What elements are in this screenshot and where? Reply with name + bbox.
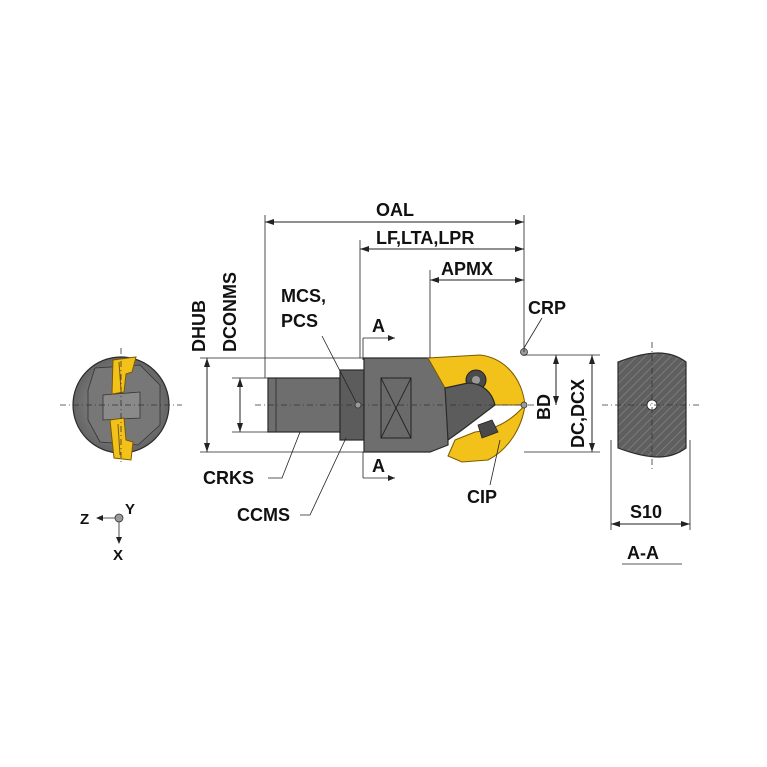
section-a-a-label: A-A: [627, 543, 659, 563]
ccms-label: CCMS: [237, 505, 290, 525]
oal-label: OAL: [376, 200, 414, 220]
axis-z-label: Z: [80, 511, 89, 528]
pcs-label: PCS: [281, 311, 318, 331]
dhub-label: DHUB: [189, 300, 209, 352]
crks-label: CRKS: [203, 468, 254, 488]
apmx-label: APMX: [441, 259, 493, 279]
mcs-label: MCS,: [281, 286, 326, 306]
section-a-top-label: A: [372, 316, 385, 336]
axis-indicator: Z Y X: [80, 501, 135, 564]
s10-label: S10: [630, 502, 662, 522]
axis-x-label: X: [113, 547, 123, 564]
dconms-label: DCONMS: [220, 272, 240, 352]
dc-dcx-label: DC,DCX: [568, 379, 588, 448]
tool-side-view: [255, 348, 540, 463]
dimensions: [200, 215, 600, 516]
section-a-a: [602, 342, 702, 565]
bd-label: BD: [534, 394, 554, 420]
crp-label: CRP: [528, 298, 566, 318]
cip-label: CIP: [467, 487, 497, 507]
section-a-bottom-label: A: [372, 456, 385, 476]
end-view: [60, 348, 182, 464]
lf-lta-lpr-label: LF,LTA,LPR: [376, 228, 474, 248]
axis-y-label: Y: [125, 501, 135, 518]
